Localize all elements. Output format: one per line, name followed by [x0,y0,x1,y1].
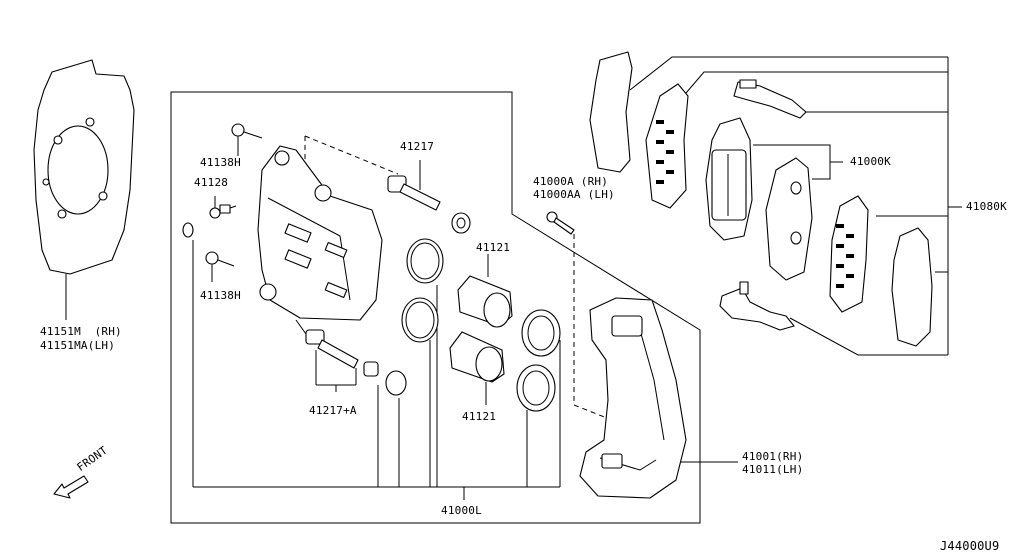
label-piston-upper: 41121 [476,241,511,254]
label-seal-kit: 41000L [441,504,482,517]
caliper-body-part [579,297,687,499]
lower-mounting-bolt [205,251,235,282]
lower-pin-boot [385,370,407,396]
label-piston-lower: 41121 [462,410,497,423]
piston-lower [449,331,505,405]
assembly-frame [170,91,701,524]
label-caliper-body-rh: 41001(RH) [742,450,804,463]
diagram-code: J44000U9 [940,539,1000,553]
lower-pin-sleeve [363,361,379,377]
upper-guide-pin [387,160,441,211]
brake-pad-inner [765,157,813,281]
label-pin-upper: 41217 [400,140,435,153]
label-bolt-upper: 41138H [200,156,241,169]
piston-seal-upper [406,238,444,284]
pad-wear-clip-lower [719,281,795,331]
label-pin-lower: 41217+A [309,404,357,417]
piston-seal-lower [401,297,439,343]
lower-guide-pin [295,319,359,392]
label-caliper-assy-lh: 41000AA (LH) [533,188,615,201]
label-bleeder: 41128 [194,176,229,189]
inner-pad-insulator [829,195,869,313]
pad-wear-clip-upper [733,79,807,119]
outer-shim [589,51,633,173]
label-pad-kit: 41000K [850,155,891,168]
label-caliper-assy-rh: 41000A (RH) [533,175,609,188]
bleeder-screw [209,196,237,219]
caliper-housing-part [257,135,399,321]
dust-boot-lower [516,364,556,412]
outer-pad-insulator [645,83,689,209]
label-pad-set: 41080K [966,200,1007,213]
upper-mounting-bolt [231,123,263,156]
upper-pin-boot [451,212,471,234]
front-direction-arrow-icon [53,475,89,499]
piston-upper [457,254,513,328]
inner-shim [891,227,933,347]
bleeder-cap [182,222,194,238]
label-shield-rh: 41151M (RH) [40,325,122,338]
pad-kit-leader-lines [753,144,843,180]
caliper-assembly-bolt [546,211,613,421]
brake-pad-outer [705,117,753,241]
seal-kit-leader-lines [192,240,561,500]
label-shield-lh: 41151MA(LH) [40,339,116,352]
label-caliper-body-lh: 41011(LH) [742,463,804,476]
dust-boot-upper [521,309,561,357]
label-bolt-lower: 41138H [200,289,241,302]
brake-shield-part [33,59,135,320]
pad-set-leader-lines [629,56,962,356]
